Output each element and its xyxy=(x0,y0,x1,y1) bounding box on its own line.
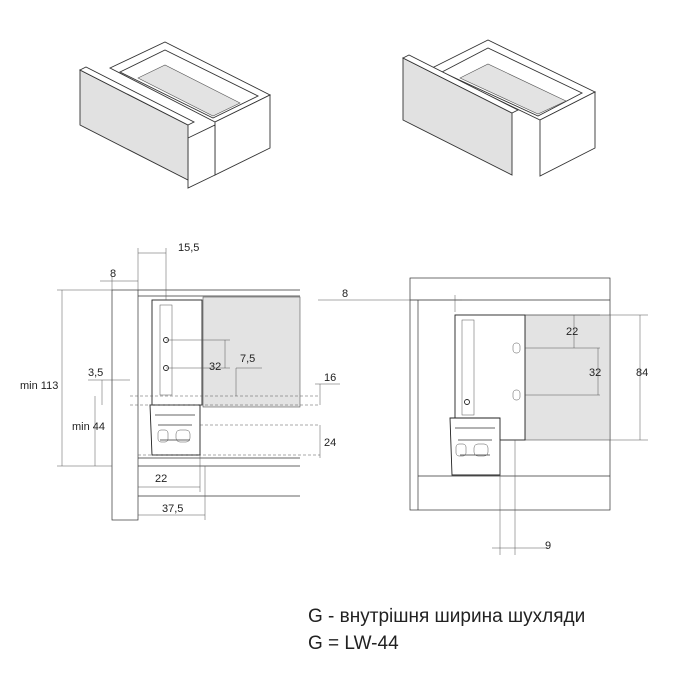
dim-min-113: min 113 xyxy=(20,380,58,392)
dim-32-right: 32 xyxy=(589,367,601,379)
dim-84: 84 xyxy=(636,367,648,379)
drawer-profile xyxy=(151,299,203,406)
drawer-illustration-inset xyxy=(79,41,272,189)
drawer-side-gray-right xyxy=(524,314,611,441)
dim-37-5: 37,5 xyxy=(162,503,183,515)
caption-line-2: G = LW-44 xyxy=(308,633,399,654)
dim-16: 16 xyxy=(324,372,336,384)
dim-22-right: 22 xyxy=(566,326,578,338)
dim-3-5: 3,5 xyxy=(88,367,103,379)
dim-22-left: 22 xyxy=(155,473,167,485)
runner-profile-right xyxy=(449,417,501,476)
dim-32-left: 32 xyxy=(209,361,221,373)
dim-15-5: 15,5 xyxy=(178,242,199,254)
dim-8-left: 8 xyxy=(110,268,116,280)
cabinet-side-panel xyxy=(111,289,139,521)
right-section-drawing xyxy=(318,277,648,555)
dim-24: 24 xyxy=(324,437,336,449)
left-section-drawing xyxy=(57,248,340,521)
runner-profile xyxy=(149,404,201,456)
dim-min-44: min 44 xyxy=(72,421,105,433)
caption-line-1: G - внутрішня ширина шухляди xyxy=(308,606,586,627)
drawer-illustration-overlay xyxy=(401,39,597,177)
dim-7-5: 7,5 xyxy=(240,353,255,365)
dim-9: 9 xyxy=(545,540,551,552)
drawer-side-gray xyxy=(202,296,301,408)
dim-8-right: 8 xyxy=(342,288,348,300)
